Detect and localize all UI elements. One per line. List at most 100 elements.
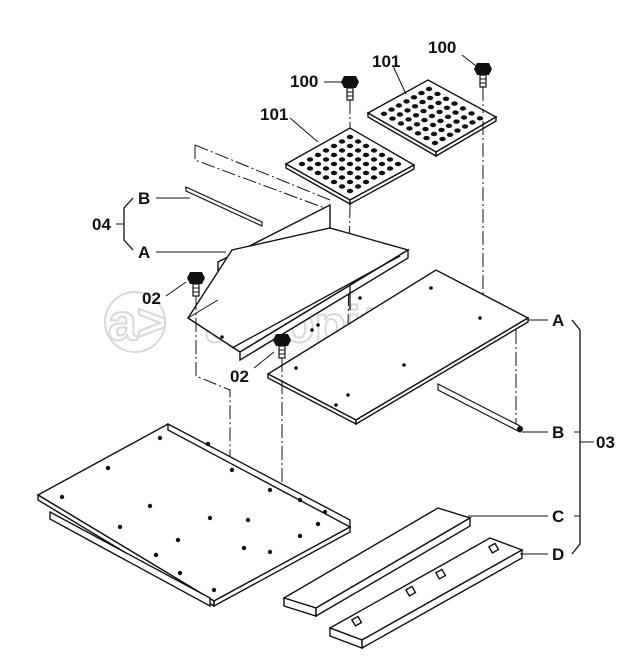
- perforation-hole: [314, 152, 322, 158]
- label-03-D: D: [552, 545, 564, 564]
- perforation-hole: [454, 128, 461, 133]
- perforation-hole: [453, 119, 460, 124]
- label-03-A: A: [552, 311, 564, 330]
- perforation-hole: [330, 170, 338, 176]
- perforation-hole: [429, 122, 437, 128]
- mounting-hole: [105, 465, 111, 471]
- perforation-hole: [461, 124, 469, 129]
- label-04-A: A: [138, 243, 150, 262]
- perforated-plate-left: [284, 127, 416, 206]
- perforation-hole: [378, 152, 386, 158]
- perforation-hole: [354, 157, 362, 162]
- mounting-hole: [211, 587, 217, 593]
- perforation-hole: [423, 135, 430, 141]
- perforation-hole: [346, 152, 354, 158]
- perforation-hole: [451, 101, 458, 106]
- mounting-hole: [147, 503, 153, 509]
- mounting-hole: [153, 552, 159, 558]
- perforation-hole: [446, 132, 454, 137]
- perforation-hole: [397, 121, 405, 126]
- centerline-left-plate: [347, 203, 351, 331]
- perforation-hole: [459, 106, 467, 111]
- perforation-hole: [338, 157, 346, 162]
- perforation-hole: [428, 113, 436, 119]
- label-101-left: 101: [260, 105, 288, 124]
- perforation-hole: [442, 96, 450, 102]
- perforation-hole: [338, 175, 346, 180]
- perforation-hole: [330, 161, 338, 167]
- label-100-left: 100: [290, 72, 318, 91]
- perforation-hole: [322, 166, 330, 171]
- perforation-hole: [370, 148, 378, 153]
- perforation-hole: [418, 90, 425, 96]
- perforation-hole: [362, 143, 370, 149]
- mounting-hole: [59, 494, 65, 500]
- perforation-hole: [436, 109, 443, 115]
- leader-101-left: [289, 117, 319, 143]
- perforation-hole: [370, 166, 378, 171]
- bolt-100-right: [474, 63, 492, 88]
- perforation-hole: [414, 131, 422, 136]
- bracket-04: [123, 197, 134, 251]
- mounting-hole: [177, 570, 183, 576]
- perforation-hole: [437, 118, 444, 124]
- perforation-hole: [362, 170, 370, 176]
- perforation-hole: [346, 134, 354, 140]
- mounting-hole: [157, 435, 163, 441]
- pad-C: [282, 507, 472, 618]
- perforation-hole: [411, 104, 419, 109]
- perforation-hole: [444, 114, 452, 120]
- label-02-lower: 02: [230, 367, 249, 386]
- label-03-B: B: [552, 423, 564, 442]
- perforated-plate-right: [366, 79, 498, 158]
- perforation-hole: [338, 139, 346, 144]
- perforation-hole: [354, 184, 362, 189]
- bracket-03: [571, 319, 581, 555]
- label-03-C: C: [552, 507, 564, 526]
- perforation-hole: [406, 126, 413, 131]
- perforation-hole: [431, 140, 439, 146]
- mounting-hole: [207, 515, 213, 521]
- label-02-upper: 02: [142, 289, 161, 308]
- rubber-strip-04B: [185, 186, 263, 227]
- perforation-hole: [346, 161, 354, 167]
- perforation-hole: [439, 136, 446, 142]
- mounting-hole: [297, 497, 303, 503]
- perforation-hole: [346, 170, 354, 176]
- perforation-hole: [404, 108, 411, 113]
- perforation-hole: [420, 108, 427, 114]
- mounting-hole: [175, 537, 181, 543]
- perforation-hole: [330, 152, 338, 158]
- cover-03: [266, 269, 530, 426]
- centerline-02-upper: [195, 296, 231, 460]
- mounting-hole: [267, 487, 273, 493]
- perforation-hole: [362, 152, 370, 158]
- perforation-hole: [354, 175, 362, 180]
- leader-02-lower: [253, 351, 275, 369]
- perforation-hole: [422, 126, 429, 132]
- perforation-hole: [396, 112, 404, 117]
- mounting-hole: [241, 545, 247, 551]
- perforation-hole: [405, 117, 412, 122]
- perforation-hole: [394, 161, 402, 167]
- label-04: 04: [92, 215, 111, 234]
- label-03: 03: [596, 433, 615, 452]
- perforation-hole: [370, 157, 378, 162]
- perforation-hole: [346, 179, 354, 185]
- watermark-logo: a>: [108, 294, 167, 352]
- cover-04: [187, 144, 410, 362]
- perforation-hole: [370, 175, 378, 180]
- mounting-hole: [267, 549, 273, 555]
- perforation-hole: [413, 122, 421, 127]
- perforation-hole: [338, 166, 346, 171]
- leader-100-right: [461, 54, 477, 67]
- perforation-hole: [338, 184, 346, 189]
- perforation-hole: [419, 99, 426, 105]
- pad-D: [328, 537, 524, 650]
- bolt-02-upper: [187, 272, 205, 297]
- perforation-hole: [434, 91, 441, 97]
- perforation-hole: [306, 157, 314, 162]
- perforation-hole: [322, 157, 330, 162]
